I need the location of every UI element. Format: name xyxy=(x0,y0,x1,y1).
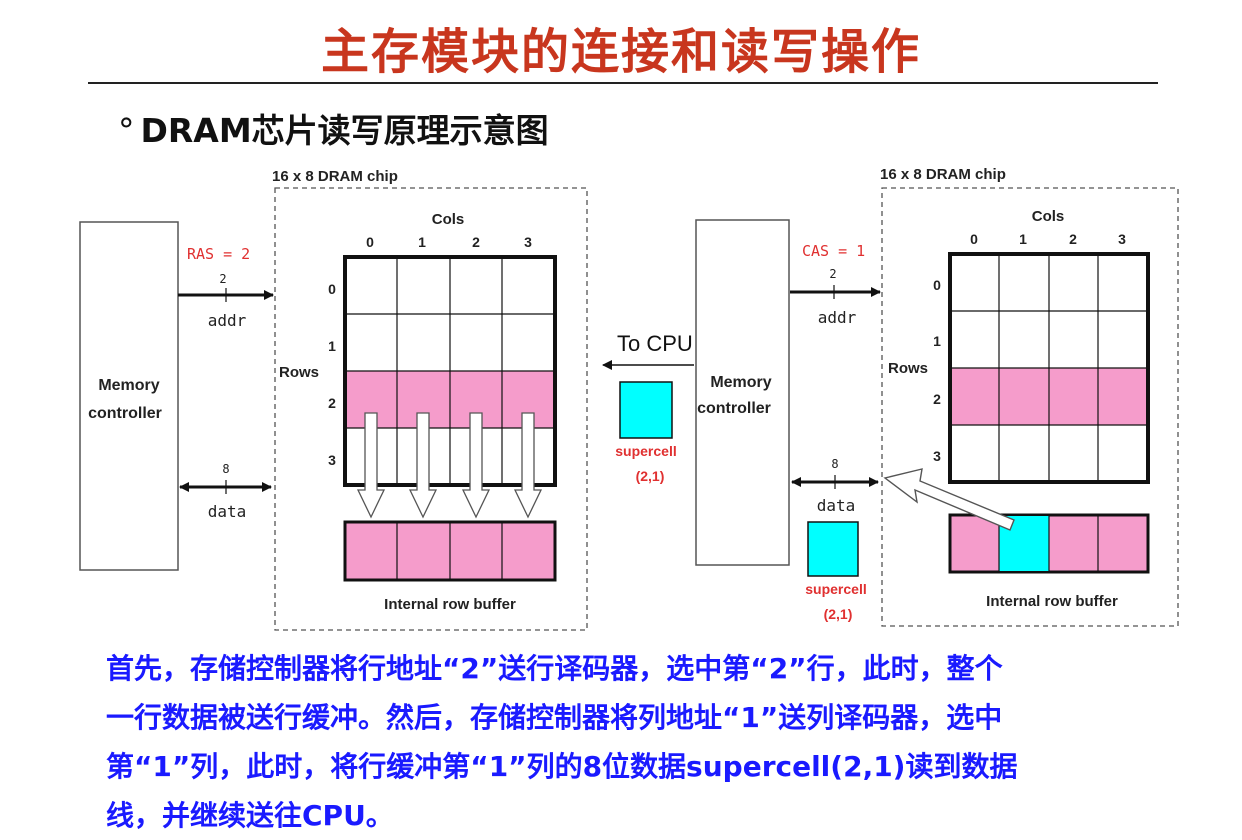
row-number-2: 2 xyxy=(933,391,941,407)
dram-chip-label: 16 x 8 DRAM chip xyxy=(272,168,398,185)
title-divider xyxy=(88,82,1158,84)
memory-controller-box xyxy=(79,221,179,571)
supercell-label: supercell xyxy=(805,581,866,597)
row-number-0: 0 xyxy=(933,277,941,293)
transfer-arrow-icon xyxy=(461,412,491,519)
bullet-icon: ° xyxy=(118,111,135,150)
cell-grid xyxy=(345,257,555,485)
cols-label: Cols xyxy=(432,211,465,228)
middle-panel: To CPU supercell (2,1) xyxy=(602,331,694,484)
col-number-2: 2 xyxy=(1069,231,1077,247)
right-panel: Memory controller 16 x 8 DRAM chip CAS =… xyxy=(695,166,1179,627)
transfer-arrow-icon xyxy=(408,412,438,519)
ras-signal: RAS = 2 xyxy=(187,245,250,263)
supercell-label: supercell xyxy=(615,443,676,459)
col-number-2: 2 xyxy=(472,234,480,250)
page-title: 主存模块的连接和读写操作 xyxy=(320,24,921,80)
data-label: data xyxy=(817,496,856,515)
transfer-arrow-icon xyxy=(513,412,543,519)
col-number-0: 0 xyxy=(970,231,978,247)
supercell-box xyxy=(619,381,673,439)
cell-array xyxy=(948,252,1150,484)
col-number-3: 3 xyxy=(1118,231,1126,247)
dram-chip-boundary xyxy=(881,187,1179,627)
row-number-1: 1 xyxy=(933,333,941,349)
row-number-1: 1 xyxy=(328,338,336,354)
cell-grid xyxy=(950,254,1148,482)
caption-line-3: 第“1”列，此时，将行缓冲第“1”列的8位数据supercell(2,1)读到数… xyxy=(106,750,1018,783)
row-number-3: 3 xyxy=(933,448,941,464)
supercell-box xyxy=(807,521,859,577)
col-number-1: 1 xyxy=(1019,231,1027,247)
cell-array xyxy=(343,255,557,487)
dram-chip-label: 16 x 8 DRAM chip xyxy=(880,166,1006,183)
rows-label: Rows xyxy=(279,364,319,381)
cas-signal: CAS = 1 xyxy=(802,242,865,260)
supercell-coord: (2,1) xyxy=(636,468,665,484)
addr-width: 2 xyxy=(829,267,836,281)
cols-label: Cols xyxy=(1032,208,1065,225)
row-buffer-label: Internal row buffer xyxy=(384,596,516,613)
to-cpu-label: To CPU xyxy=(617,331,693,356)
row-transfer-arrows xyxy=(356,412,543,519)
col-number-0: 0 xyxy=(366,234,374,250)
caption-line-4: 线，并继续送往CPU。 xyxy=(106,799,394,832)
addr-label: addr xyxy=(818,308,857,327)
row-number-2: 2 xyxy=(328,395,336,411)
data-width: 8 xyxy=(222,462,229,476)
row-number-0: 0 xyxy=(328,281,336,297)
caption-line-2: 一行数据被送行缓冲。然后，存储控制器将列地址“1”送列译码器，选中 xyxy=(106,701,1003,734)
supercell-coord: (2,1) xyxy=(824,606,853,622)
memory-controller-box xyxy=(695,219,790,566)
memory-controller-label-2: controller xyxy=(88,405,162,422)
addr-label: addr xyxy=(208,311,247,330)
transfer-arrow-icon xyxy=(356,412,386,519)
col-number-1: 1 xyxy=(418,234,426,250)
row-buffer-label: Internal row buffer xyxy=(986,593,1118,610)
caption-line-1: 首先，存储控制器将行地址“2”送行译码器，选中第“2”行，此时，整个 xyxy=(106,652,1003,685)
col-number-3: 3 xyxy=(524,234,532,250)
subtitle: °DRAM芯片读写原理示意图 xyxy=(118,104,549,152)
data-label: data xyxy=(208,502,247,521)
supercell-read-arrow-icon xyxy=(883,468,1015,531)
left-panel: Memory controller 16 x 8 DRAM chip RAS =… xyxy=(79,168,588,631)
caption: 首先，存储控制器将行地址“2”送行译码器，选中第“2”行，此时，整个 一行数据被… xyxy=(106,644,1166,840)
data-width: 8 xyxy=(831,457,838,471)
rows-label: Rows xyxy=(888,360,928,377)
subtitle-text: DRAM芯片读写原理示意图 xyxy=(140,111,549,150)
addr-width: 2 xyxy=(219,272,226,286)
memory-controller-label-2: controller xyxy=(697,400,771,417)
dram-chip-boundary xyxy=(274,187,588,631)
memory-controller-label-1: Memory xyxy=(98,377,159,394)
row-buffer-dividers xyxy=(396,522,503,580)
row-number-3: 3 xyxy=(328,452,336,468)
memory-controller-label-1: Memory xyxy=(710,374,771,391)
